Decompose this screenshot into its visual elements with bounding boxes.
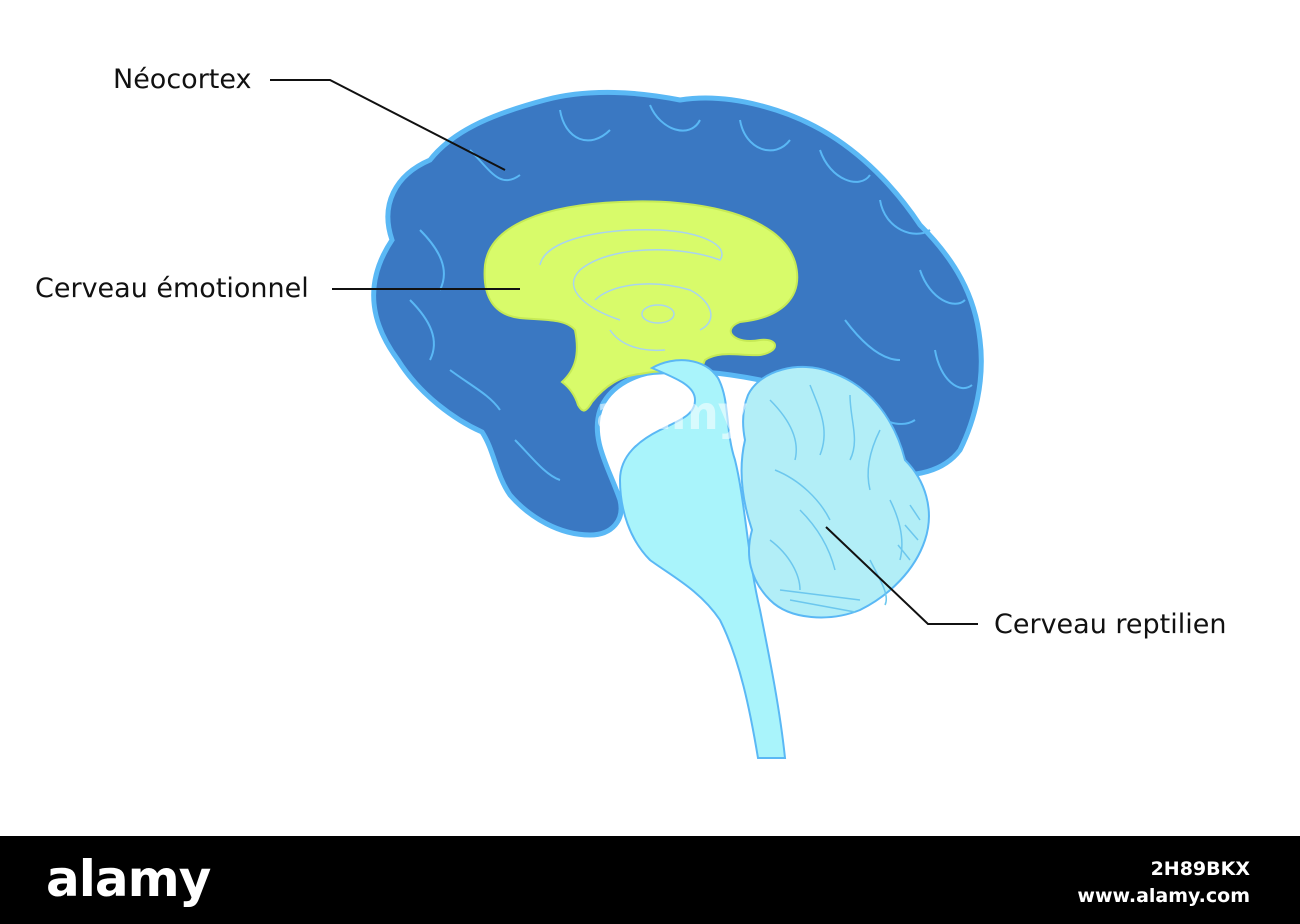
footer-image-info: 2H89BKX www.alamy.com <box>1077 856 1250 910</box>
emotional-brain-label: Cerveau émotionnel <box>35 273 309 304</box>
watermark-text: alamy <box>596 386 747 440</box>
footer-site-url: www.alamy.com <box>1077 883 1250 910</box>
reptilian-brain-label: Cerveau reptilien <box>994 609 1226 640</box>
watermark-footer: alamy 2H89BKX www.alamy.com <box>0 836 1300 924</box>
footer-brand-logo: alamy <box>46 850 210 908</box>
footer-image-id: 2H89BKX <box>1077 856 1250 883</box>
neocortex-label: Néocortex <box>113 64 252 95</box>
